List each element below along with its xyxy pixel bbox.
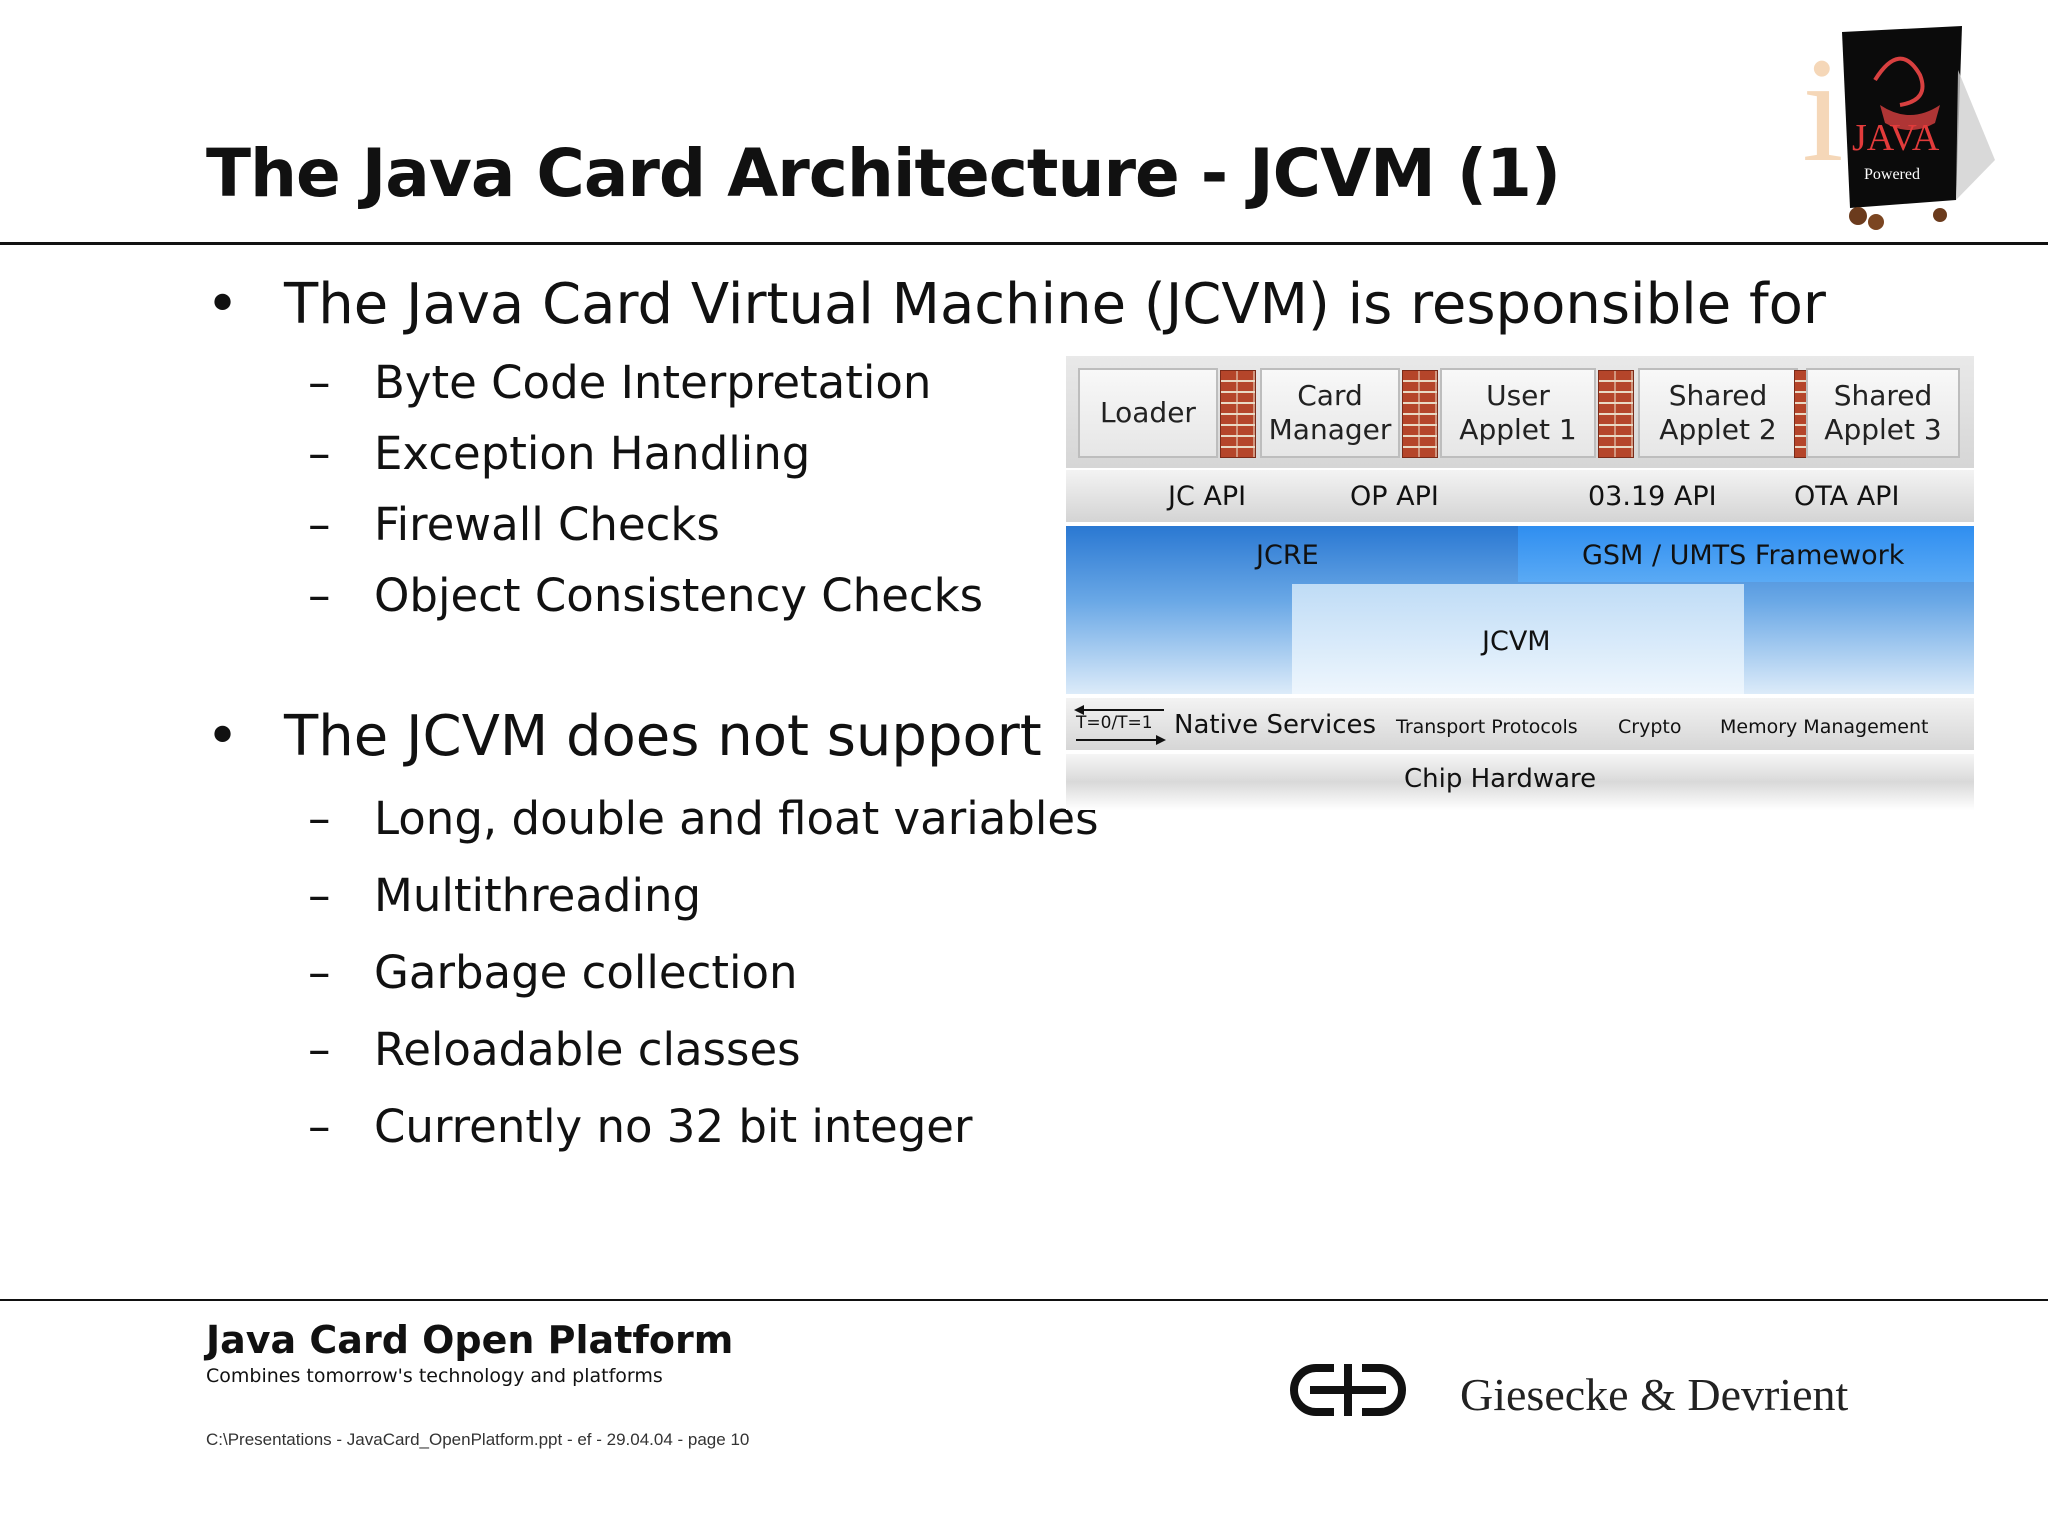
bidirectional-arrow-icon [1074,705,1166,745]
list-item-text: Multithreading [374,869,702,922]
architecture-diagram: Loader Card Manager User Applet 1 Shared… [1066,356,1974,810]
list-item: –Exception Handling [308,427,811,480]
bullet-glyph: • [206,704,240,769]
firewall-icon [1598,370,1634,458]
list-item: –Long, double and float variables [308,792,1099,845]
user-applet-1-box: User Applet 1 [1440,368,1596,458]
list-item-text: Object Consistency Checks [374,569,984,622]
api-layer [1066,470,1974,522]
jcre-label: JCRE [1256,540,1319,571]
dash-glyph: – [308,946,331,999]
chip-hardware-label: Chip Hardware [1404,764,1597,794]
footer-title: Java Card Open Platform [206,1318,734,1362]
bullet-heading-not-supported: • The JCVM does not support [206,704,1042,769]
framework-highlight [1518,526,1974,582]
list-item-text: Long, double and float variables [374,792,1099,845]
dash-glyph: – [308,569,331,622]
dash-glyph: – [308,427,331,480]
footer-subtitle: Combines tomorrow's technology and platf… [206,1365,663,1387]
list-item: –Multithreading [308,869,702,922]
bullet-heading-text: The Java Card Virtual Machine (JCVM) is … [284,272,1826,337]
list-item: –Currently no 32 bit integer [308,1100,973,1153]
shared-applet-2-box: Shared Applet 2 [1638,368,1798,458]
native-services-label: Native Services [1174,710,1377,740]
ota-api-label: OTA API [1794,481,1900,512]
api-0319-label: 03.19 API [1588,481,1717,512]
native-services-layer [1066,698,1974,750]
memory-management-label: Memory Management [1720,716,1929,738]
crypto-label: Crypto [1618,716,1682,738]
firewall-icon [1220,370,1256,458]
java-powered-text: Powered [1864,166,1920,183]
list-item-text: Byte Code Interpretation [374,356,932,409]
list-item-text: Exception Handling [374,427,811,480]
dash-glyph: – [308,869,331,922]
list-item: –Byte Code Interpretation [308,356,932,409]
dash-glyph: – [308,356,331,409]
list-item: –Object Consistency Checks [308,569,984,622]
firewall-icon [1402,370,1438,458]
list-item-text: Garbage collection [374,946,798,999]
dash-glyph: – [308,792,331,845]
slide-title: The Java Card Architecture - JCVM (1) [206,135,1561,212]
header-divider [0,242,2048,245]
protocol-switch: T=0/T=1 [1072,702,1168,746]
list-item-text: Reloadable classes [374,1023,801,1076]
java-logo-text: JAVA [1852,117,1940,159]
footer-file-path: C:\Presentations - JavaCard_OpenPlatform… [206,1430,750,1449]
transport-protocols-label: Transport Protocols [1396,716,1578,738]
jcvm-label: JCVM [1482,626,1551,657]
dash-glyph: – [308,1023,331,1076]
bullet-glyph: • [206,272,240,337]
jcvm-block [1292,584,1744,694]
bullet-heading-responsibilities: • The Java Card Virtual Machine (JCVM) i… [206,272,1826,337]
dash-glyph: – [308,1100,331,1153]
java-powered-logo: i JAVA Powered [1780,10,2010,240]
company-name: Giesecke & Devrient [1460,1369,1849,1420]
chip-hardware-layer [1066,754,1974,810]
loader-box: Loader [1078,368,1218,458]
protocol-switch-label: T=0/T=1 [1076,713,1153,733]
gd-logo-icon [1282,1362,1414,1418]
dash-glyph: – [308,498,331,551]
list-item: –Firewall Checks [308,498,720,551]
bullet-heading-text: The JCVM does not support [284,704,1042,769]
framework-label: GSM / UMTS Framework [1582,540,1905,571]
list-item-text: Firewall Checks [374,498,720,551]
footer-divider [0,1299,2048,1301]
list-item: –Garbage collection [308,946,798,999]
svg-text:i: i [1802,27,1844,193]
card-manager-box: Card Manager [1260,368,1400,458]
list-item: –Reloadable classes [308,1023,801,1076]
op-api-label: OP API [1350,481,1439,512]
shared-applet-3-box: Shared Applet 3 [1806,368,1960,458]
jc-api-label: JC API [1168,481,1247,512]
list-item-text: Currently no 32 bit integer [374,1100,973,1153]
